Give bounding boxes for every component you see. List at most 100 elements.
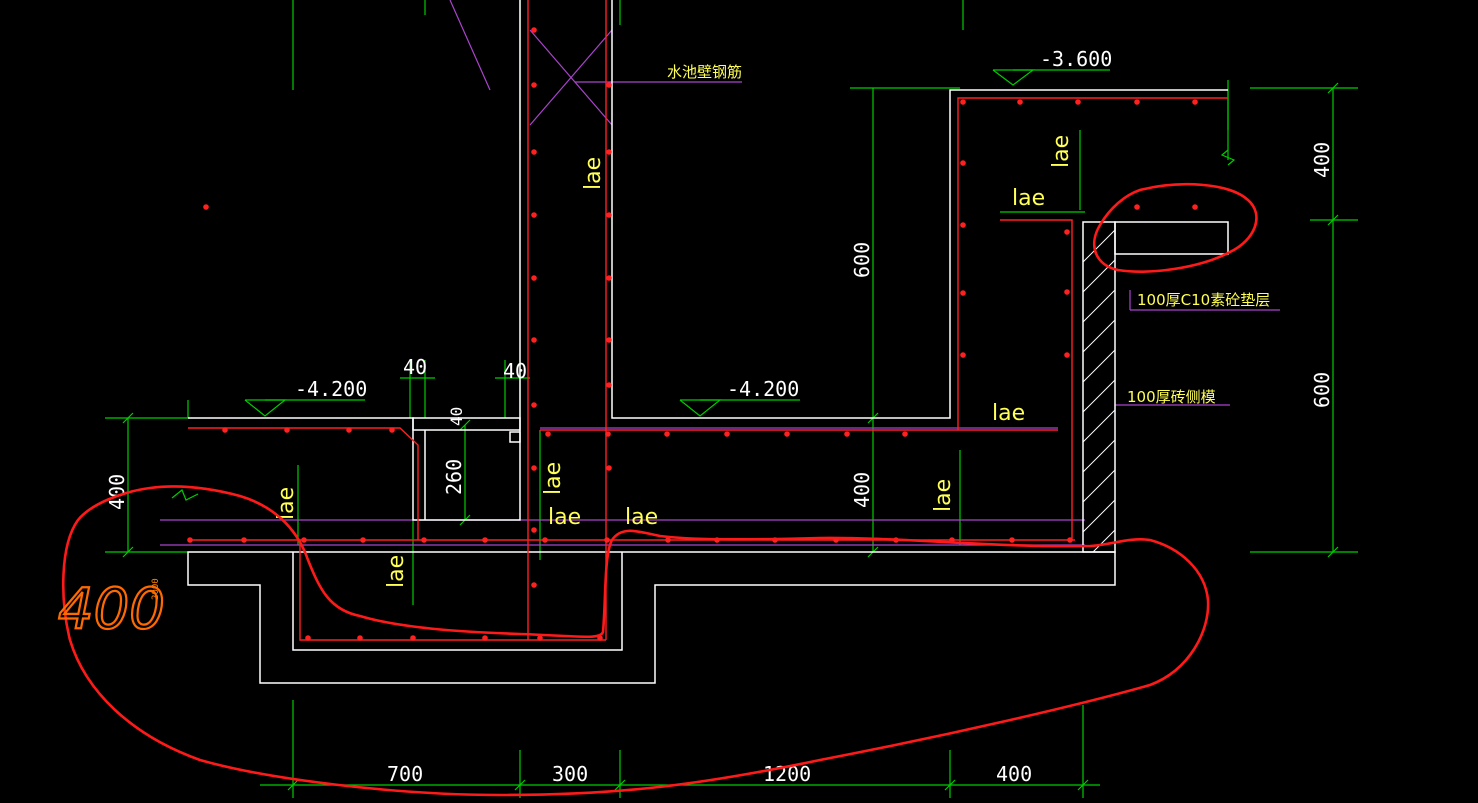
rebar-dot xyxy=(606,465,612,471)
rebar-dot xyxy=(606,275,612,281)
handwritten-400: 400 xyxy=(58,577,165,642)
rebar-dot xyxy=(531,465,537,471)
dim-trench-right: 40 xyxy=(503,359,527,383)
rebar-dot xyxy=(1064,229,1070,235)
dim-slab-thickness: 400 xyxy=(850,472,874,508)
rebar-dot xyxy=(724,431,730,437)
rebar-dot xyxy=(531,402,537,408)
level-middle: -4.200 xyxy=(727,377,799,401)
dim-trench-cover: 40 xyxy=(447,407,466,426)
brick-side-mold xyxy=(1082,221,1116,553)
rebar-dot xyxy=(1009,537,1015,543)
lae-label: lae xyxy=(1012,186,1045,211)
rebar-dot xyxy=(545,431,551,437)
level-top-right: -3.600 xyxy=(1040,47,1112,71)
note-cushion: 100厚C10素砼垫层 xyxy=(1137,291,1270,309)
rebar-dot xyxy=(606,212,612,218)
rebar-dot xyxy=(960,290,966,296)
rebar-dot xyxy=(606,382,612,388)
rebar-dot xyxy=(222,427,228,433)
rebar-dot xyxy=(284,427,290,433)
dim-bottom-3: 400 xyxy=(996,762,1032,786)
dim-left-small: 2000 xyxy=(151,578,161,600)
rebar-dot xyxy=(664,431,670,437)
lae-label: lae xyxy=(384,555,409,588)
rebar-dot xyxy=(605,431,611,437)
rebar-dot xyxy=(1064,289,1070,295)
lae-label: lae xyxy=(581,157,606,190)
dim-pit-height: 600 xyxy=(850,242,874,278)
concrete-outline xyxy=(187,0,1229,684)
anchor-labels: lae lae lae lae lae lae lae lae lae lae xyxy=(274,135,1074,588)
rebar-dot xyxy=(784,431,790,437)
markup-loop-main xyxy=(61,485,1210,797)
rebar-dot xyxy=(1192,99,1198,105)
rebar-dot xyxy=(531,82,537,88)
rebar-dot xyxy=(346,427,352,433)
rebar-dot xyxy=(606,337,612,343)
rebar-dots xyxy=(187,27,1198,641)
lae-label: lae xyxy=(1049,135,1074,168)
rebar-dot xyxy=(542,537,548,543)
rebar-dot xyxy=(305,635,311,641)
rebar-dot xyxy=(902,431,908,437)
rebar-dot xyxy=(187,537,193,543)
level-left: -4.200 xyxy=(295,377,367,401)
rebar-dot xyxy=(606,82,612,88)
rebar-dot xyxy=(531,527,537,533)
rebar-dot xyxy=(482,537,488,543)
rebar-dot xyxy=(665,537,671,543)
level-labels: -3.600 -4.200 -4.200 xyxy=(295,47,1112,401)
trench-cover-plate xyxy=(412,417,521,431)
dim-right-lower: 600 xyxy=(1310,372,1334,408)
dim-right-upper: 400 xyxy=(1310,142,1334,178)
rebar-dot xyxy=(203,204,209,210)
lae-label: lae xyxy=(931,479,956,512)
rebar-dot xyxy=(360,537,366,543)
rebar-dot xyxy=(531,212,537,218)
rebar-dot xyxy=(537,635,543,641)
markup-loop-small xyxy=(1092,182,1258,273)
rebar-dot xyxy=(531,275,537,281)
rebar-dot xyxy=(482,635,488,641)
rebar-dot xyxy=(1017,99,1023,105)
rebar-dot xyxy=(531,27,537,33)
cushion-layer-top xyxy=(1114,221,1229,255)
dim-left-thickness: 400 xyxy=(105,474,129,510)
rebar-dot xyxy=(844,431,850,437)
dim-bottom-1: 300 xyxy=(552,762,588,786)
lae-label: lae xyxy=(548,505,581,530)
rebar-dot xyxy=(960,222,966,228)
rebar-dot xyxy=(1134,204,1140,210)
rebar-lines xyxy=(188,0,1228,641)
rebar-dot xyxy=(1064,352,1070,358)
rebar-dot xyxy=(531,582,537,588)
rebar-dot xyxy=(1134,99,1140,105)
note-leaders xyxy=(160,0,1280,546)
rebar-dot xyxy=(1067,537,1073,543)
rebar-dot xyxy=(960,352,966,358)
rebar-dot xyxy=(301,537,307,543)
rebar-dot xyxy=(241,537,247,543)
note-brick-mold: 100厚砖侧模 xyxy=(1127,388,1216,406)
dim-trench-depth: 260 xyxy=(442,459,466,495)
lae-label: lae xyxy=(541,462,566,495)
rebar-dot xyxy=(357,635,363,641)
rebar-dot xyxy=(1192,204,1198,210)
lae-label: lae xyxy=(992,401,1025,426)
dim-bottom-0: 700 xyxy=(387,762,423,786)
rebar-dot xyxy=(960,160,966,166)
lae-label: lae xyxy=(625,505,658,530)
rebar-dot xyxy=(421,537,427,543)
dim-trench-left: 40 xyxy=(403,355,427,379)
rebar-dot xyxy=(531,337,537,343)
rebar-dot xyxy=(389,427,395,433)
handwritten-markup: 400 xyxy=(57,182,1258,797)
construction-notes: 水池壁钢筋 100厚C10素砼垫层 100厚砖侧模 xyxy=(667,63,1270,406)
dimension-texts: 700 300 1200 400 400 600 600 400 400 260… xyxy=(105,142,1334,786)
rebar-dot xyxy=(531,149,537,155)
rebar-dot xyxy=(604,537,610,543)
rebar-dot xyxy=(1075,99,1081,105)
